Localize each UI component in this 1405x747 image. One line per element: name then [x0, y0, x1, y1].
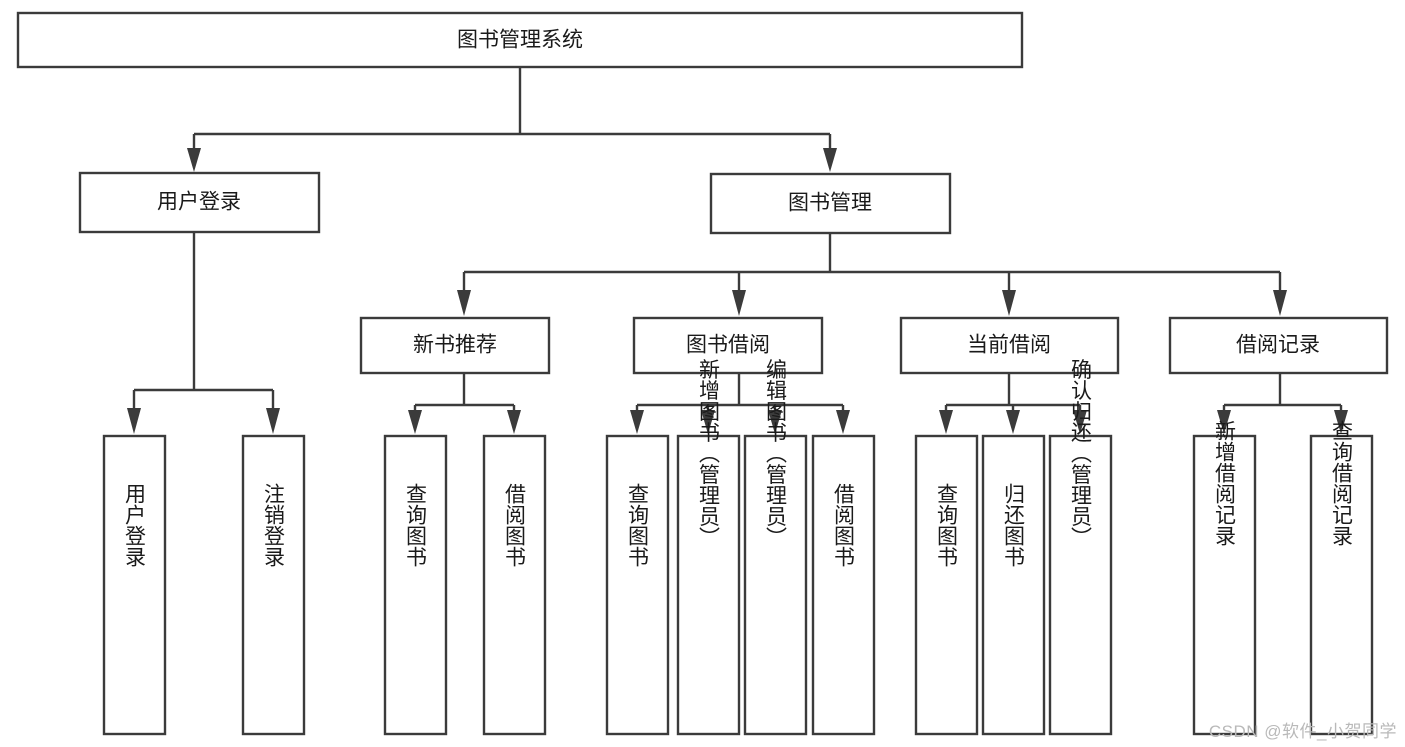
node-leaf-11-box[interactable]	[1048, 434, 1113, 736]
node-leaf-4-box[interactable]	[482, 434, 547, 736]
connector-group-new-book-rec	[408, 373, 521, 434]
node-leaf-4[interactable]: 借阅图书	[482, 434, 547, 736]
arrow-head-leaf-7	[768, 410, 782, 434]
connector-group-current-borrow	[939, 373, 1087, 434]
node-leaf-5[interactable]: 查询图书	[605, 434, 670, 736]
node-current-borrow[interactable]: 当前借阅	[899, 316, 1120, 375]
node-leaf-12-label: 新增借阅记录	[1213, 420, 1237, 546]
node-current-borrow-box[interactable]	[899, 316, 1120, 375]
node-leaf-12-box[interactable]	[1192, 434, 1257, 736]
node-leaf-8[interactable]: 借阅图书	[811, 434, 876, 736]
node-user-login-box[interactable]	[78, 171, 321, 234]
node-borrow-record-box[interactable]	[1168, 316, 1389, 375]
node-leaf-9-label: 查询图书	[935, 483, 959, 567]
arrow-head-user-login	[187, 148, 201, 172]
node-book-manage[interactable]: 图书管理	[709, 172, 952, 235]
node-leaf-10[interactable]: 归还图书	[981, 434, 1046, 736]
node-leaf-2-label: 注销登录	[262, 483, 286, 567]
node-user-login[interactable]: 用户登录	[78, 171, 321, 234]
node-leaf-3-label: 查询图书	[404, 483, 428, 567]
node-leaf-13-label: 查询借阅记录	[1330, 420, 1354, 546]
node-leaf-6-label: 新增图书（管理员）	[697, 359, 721, 548]
node-leaf-3-box[interactable]	[383, 434, 448, 736]
node-leaf-7[interactable]: 编辑图书（管理员）	[743, 359, 808, 736]
arrow-head-leaf-5	[630, 410, 644, 434]
arrow-head-leaf-2	[266, 408, 280, 434]
node-leaf-5-label: 查询图书	[626, 483, 650, 567]
node-leaf-1[interactable]: 用户登录	[102, 434, 167, 736]
node-leaf-13[interactable]: 查询借阅记录	[1309, 420, 1374, 736]
node-leaf-8-box[interactable]	[811, 434, 876, 736]
node-borrow-record-label: 借阅记录	[1236, 334, 1320, 357]
node-leaf-10-box[interactable]	[981, 434, 1046, 736]
node-book-borrow-box[interactable]	[632, 316, 824, 375]
arrow-head-leaf-10	[1006, 410, 1020, 434]
arrow-head-leaf-11	[1073, 410, 1087, 434]
node-leaf-10-label: 归还图书	[1002, 483, 1026, 567]
node-leaf-1-label: 用户登录	[123, 483, 147, 567]
node-leaf-5-box[interactable]	[605, 434, 670, 736]
connector-group-book-borrow	[630, 373, 850, 434]
arrow-head-book-manage	[823, 148, 837, 172]
connector-group-borrow-record	[1217, 373, 1348, 434]
node-leaf-6-box[interactable]	[676, 434, 741, 736]
node-leaf-6[interactable]: 新增图书（管理员）	[676, 359, 741, 736]
node-leaf-12[interactable]: 新增借阅记录	[1192, 420, 1257, 736]
csdn-watermark: CSDN @软件_小贺同学	[1208, 722, 1397, 741]
node-book-manage-box[interactable]	[709, 172, 952, 235]
node-leaf-11[interactable]: 确认归还（管理员）	[1048, 359, 1113, 736]
node-new-book-rec[interactable]: 新书推荐	[359, 316, 551, 375]
arrow-head-leaf-12	[1217, 410, 1231, 434]
arrow-head-leaf-6	[701, 410, 715, 434]
node-leaf-11-label: 确认归还（管理员）	[1069, 359, 1093, 548]
arrow-head-leaf-1	[127, 408, 141, 434]
arrow-head-leaf-4	[507, 410, 521, 434]
node-book-borrow[interactable]: 图书借阅	[632, 316, 824, 375]
connector-group-root	[187, 67, 837, 172]
node-borrow-record[interactable]: 借阅记录	[1168, 316, 1389, 375]
node-leaf-4-label: 借阅图书	[503, 483, 527, 567]
node-leaf-7-label: 编辑图书（管理员）	[764, 359, 788, 548]
arrow-head-leaf-3	[408, 410, 422, 434]
node-new-book-rec-label: 新书推荐	[413, 334, 497, 357]
arrow-head-book-borrow	[732, 290, 746, 316]
node-new-book-rec-box[interactable]	[359, 316, 551, 375]
connector-group-user-login	[127, 232, 280, 434]
node-book-borrow-label: 图书借阅	[686, 334, 770, 357]
node-leaf-2-box[interactable]	[241, 434, 306, 736]
node-leaf-9-box[interactable]	[914, 434, 979, 736]
node-leaf-8-label: 借阅图书	[832, 483, 856, 567]
node-book-manage-label: 图书管理	[788, 192, 872, 215]
arrow-head-leaf-9	[939, 410, 953, 434]
node-current-borrow-label: 当前借阅	[967, 334, 1051, 357]
connector-group-book-manage	[457, 233, 1287, 316]
arrow-head-leaf-8	[836, 410, 850, 434]
node-leaf-13-box[interactable]	[1309, 434, 1374, 736]
node-leaf-1-box[interactable]	[102, 434, 167, 736]
node-leaf-9[interactable]: 查询图书	[914, 434, 979, 736]
arrow-head-current-borrow	[1002, 290, 1016, 316]
arrow-head-borrow-record	[1273, 290, 1287, 316]
arrow-head-new-book-rec	[457, 290, 471, 316]
node-leaf-3[interactable]: 查询图书	[383, 434, 448, 736]
node-leaf-7-box[interactable]	[743, 434, 808, 736]
node-root[interactable]: 图书管理系统	[16, 11, 1024, 69]
node-user-login-label: 用户登录	[157, 191, 241, 214]
node-root-label: 图书管理系统	[457, 29, 583, 52]
arrow-head-leaf-13	[1334, 410, 1348, 434]
node-leaf-2[interactable]: 注销登录	[241, 434, 306, 736]
node-root-box[interactable]	[16, 11, 1024, 69]
